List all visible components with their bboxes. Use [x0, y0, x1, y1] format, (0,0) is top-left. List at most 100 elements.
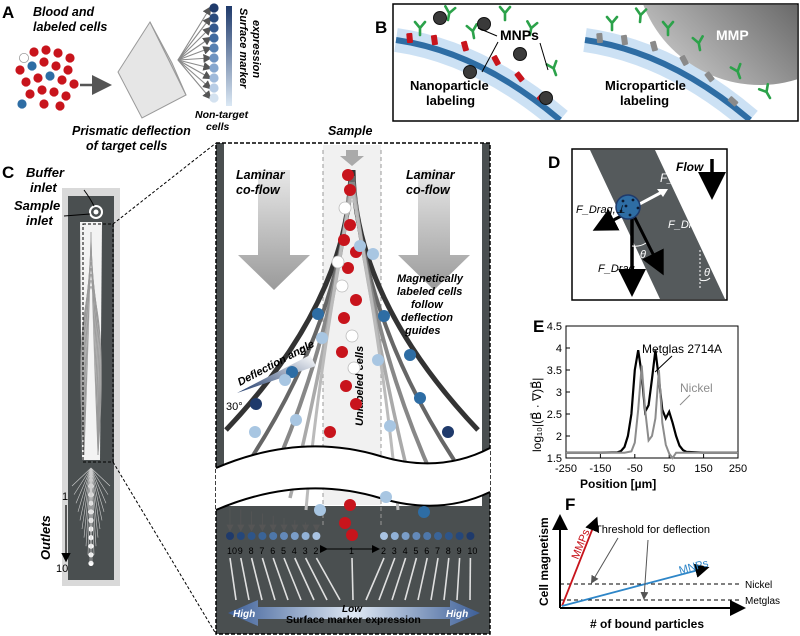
nontarget-label-2: cells [206, 121, 230, 133]
surface-receptor [491, 54, 501, 66]
deflection-ray [177, 16, 212, 61]
chip-outlet-channel [73, 467, 92, 495]
cell-membrane-left [395, 37, 562, 120]
guide-stripe [590, 150, 725, 299]
high-right-label: High [446, 609, 468, 620]
e-y-tick-label: 3.5 [547, 365, 562, 377]
chip-deflection-guides [80, 231, 102, 456]
chip-outlet-channel [90, 467, 105, 512]
outlet-channel [456, 557, 461, 601]
chip-outlet-channel [77, 467, 92, 512]
outlet-channel [315, 557, 341, 601]
sample-inlet-label-2: inlet [26, 213, 53, 228]
cell [250, 398, 262, 410]
cell [384, 420, 396, 432]
sample-label: Sample [328, 124, 373, 138]
magnetic-nanoparticle [433, 11, 447, 25]
input-cell [29, 47, 39, 57]
surface-receptor [430, 34, 438, 46]
outlet-number: 7 [435, 546, 440, 556]
nano-label-2: labeling [426, 93, 475, 108]
cell [380, 491, 392, 503]
magnetic-nanoparticle [513, 47, 527, 61]
microparticle [643, 5, 797, 85]
prism-caption-1: Prismatic deflection [72, 124, 191, 138]
input-cell-cluster [15, 45, 79, 111]
chip-outlet-port [88, 543, 94, 549]
input-cell [69, 79, 79, 89]
input-cell [21, 77, 31, 87]
cell [350, 398, 362, 410]
metglas-pointer [654, 355, 673, 373]
buffer-inlet-port [89, 205, 103, 219]
chip-outlet-channel [90, 467, 101, 530]
panel-label-d: D [548, 153, 560, 172]
e-y-tick-label: 3 [556, 387, 562, 399]
outlet-channels [229, 557, 472, 601]
antibody-stem [413, 20, 427, 37]
outlet-cell [247, 532, 256, 540]
cell [345, 329, 359, 343]
outlet-channel [430, 557, 439, 601]
antibody [729, 62, 742, 80]
zoom-connector-bottom [112, 461, 217, 635]
chip-guide [90, 285, 102, 456]
metglas-series-line [566, 350, 738, 454]
fdrag-par-label: F_Drag,|| [668, 219, 714, 231]
input-cell [39, 57, 49, 67]
outlet-channel [404, 557, 418, 601]
right-coflow-arrow [398, 170, 470, 290]
outlet-channel [240, 557, 250, 601]
panel-label-a: A [2, 3, 14, 22]
outlet-number: 5 [281, 546, 286, 556]
outlet-number: 8 [446, 546, 451, 556]
deflection-ray [177, 59, 212, 100]
outlet-number: 9 [238, 546, 243, 556]
chip-guide [90, 267, 100, 456]
chip-outlet-port [88, 517, 94, 524]
antibody-stem [634, 7, 648, 24]
chip-outlet-port [88, 500, 94, 506]
outlet-channel [283, 557, 302, 601]
magnetic-nanoparticle [539, 91, 553, 105]
cell [324, 426, 336, 438]
cell [342, 169, 354, 181]
chip-outlet-channel [90, 467, 93, 564]
bound-particle [636, 206, 640, 210]
axis-break-top [215, 445, 491, 469]
cell [346, 529, 358, 541]
surface-marker-label-2: expression [250, 20, 262, 78]
chip-guide [90, 279, 102, 456]
cell-membrane-right [584, 37, 752, 120]
receptor-body [491, 54, 501, 66]
bound-particle [624, 204, 628, 208]
sample-arrow [340, 150, 364, 166]
surface-marker-label-1: Surface marker [237, 8, 249, 89]
outlet-channel [391, 557, 407, 601]
deflection-ray [177, 54, 213, 63]
chip-guide [82, 267, 92, 456]
chip-outlet-channel [90, 467, 107, 504]
left-coflow-label-2: co-flow [236, 183, 281, 197]
metglas-series-label: Metglas 2714A [642, 342, 722, 356]
buffer-pointer [83, 189, 95, 207]
zoom-box [82, 223, 114, 463]
cell [249, 426, 261, 438]
input-cell [41, 45, 51, 55]
chip-outlet-channel [89, 467, 92, 564]
mnps-pointer-3 [539, 42, 549, 71]
outlet-cell [258, 532, 267, 540]
output-cell [209, 23, 219, 33]
mnps-line [561, 563, 710, 607]
deflection-ray [177, 46, 213, 61]
follow-label-3: follow [411, 299, 444, 311]
chip-guide [80, 279, 92, 456]
threshold-pointer-1 [590, 537, 619, 584]
outlet-number: 10 [227, 546, 237, 556]
cell-particle-beads [619, 198, 640, 217]
outlet-channel [443, 557, 450, 601]
surface-receptor [679, 54, 689, 66]
expression-gradient-bar [226, 6, 232, 106]
panel-b: B MNPs MMP Nanoparticle labeling Micropa… [375, 3, 799, 122]
